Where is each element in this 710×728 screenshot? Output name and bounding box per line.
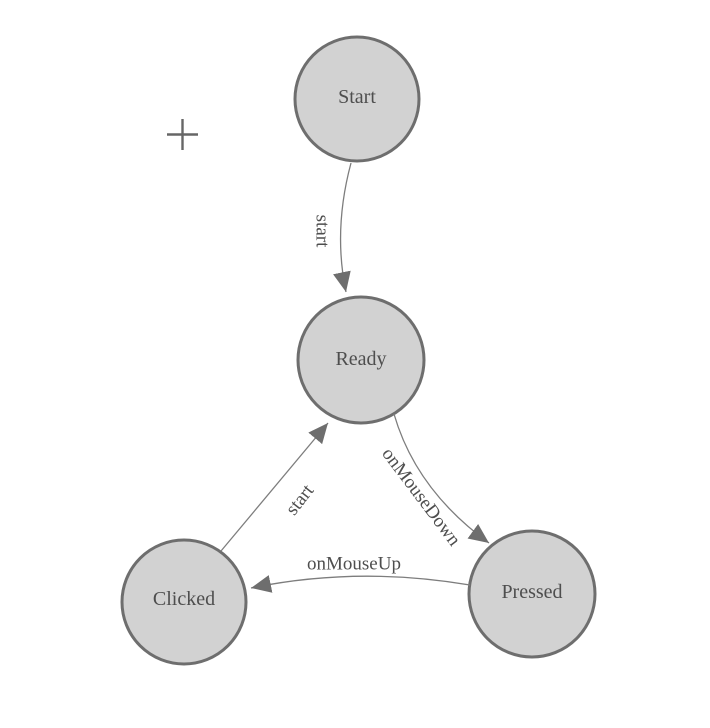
transition-start-to-ready-path[interactable] — [333, 162, 352, 293]
transition-start-to-ready[interactable]: start — [312, 162, 352, 293]
state-node-clicked-circle[interactable] — [120, 538, 248, 666]
transition-ready-to-pressed[interactable]: onMouseDown — [377, 413, 490, 551]
state-node-clicked[interactable]: Clicked — [120, 538, 248, 666]
transition-ready-to-pressed-label: onMouseDown — [377, 444, 465, 551]
transition-start-to-ready-label: start — [312, 215, 333, 248]
transition-pressed-to-clicked-path[interactable] — [250, 575, 471, 593]
transition-clicked-to-ready-label: start — [282, 480, 319, 519]
state-node-pressed[interactable]: Pressed — [467, 529, 597, 659]
state-node-start[interactable]: Start — [293, 35, 421, 163]
plus-crosshair-icon — [167, 119, 198, 150]
state-node-ready-label: Ready — [335, 348, 386, 370]
transition-ready-to-pressed-path[interactable] — [393, 413, 490, 544]
state-node-ready[interactable]: Ready — [296, 295, 426, 425]
state-node-pressed-circle[interactable] — [467, 529, 597, 659]
state-node-clicked-label: Clicked — [153, 588, 215, 610]
transition-pressed-to-clicked-label: onMouseUp — [307, 554, 401, 575]
state-node-start-circle[interactable] — [293, 35, 421, 163]
state-node-pressed-label: Pressed — [501, 581, 562, 603]
state-node-start-label: Start — [338, 86, 376, 108]
transition-clicked-to-ready[interactable]: start — [220, 422, 329, 552]
transition-pressed-to-clicked[interactable]: onMouseUp — [250, 554, 471, 593]
state-node-ready-circle[interactable] — [296, 295, 426, 425]
transition-clicked-to-ready-path[interactable] — [220, 422, 329, 552]
